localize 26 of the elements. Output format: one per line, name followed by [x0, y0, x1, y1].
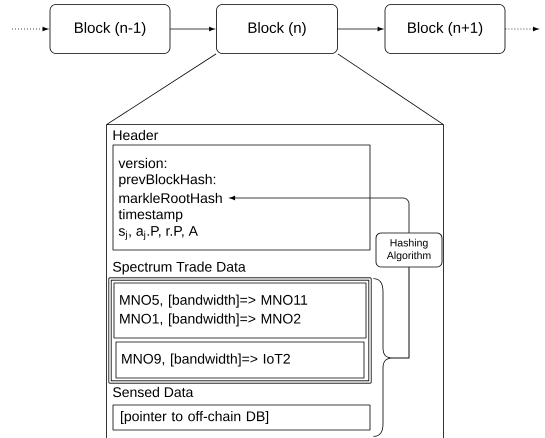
block-box: Block (n+1)	[384, 4, 506, 54]
data-box: Sensed Data [pointer to off-chain DB]	[112, 386, 370, 430]
block-box: Block (n)	[216, 4, 338, 54]
section-heading: Spectrum Trade Data	[113, 261, 246, 275]
field-text: timestamp	[118, 208, 182, 222]
section-heading: Header	[114, 130, 158, 140]
header-box	[112, 130, 370, 250]
field-text: markleRootHash	[119, 192, 222, 204]
block-box: Block (n-1)	[50, 4, 170, 54]
connector-line	[373, 267, 410, 437]
arrow	[505, 26, 539, 32]
field-text: prevBlockHash:	[119, 174, 216, 188]
field-text: s$_{j}$, a$_{j}$.P, r.P, A	[118, 226, 198, 240]
process-box: Hashing Algorithm	[376, 232, 442, 268]
field-text: version:	[118, 158, 166, 168]
record-box: MNO5, [bandwidth]=> MNO11 MNO1, [bandwidth]=> MNO2	[114, 282, 366, 338]
arrow	[229, 196, 410, 233]
arrow	[170, 26, 215, 32]
arrow	[338, 26, 384, 32]
data-box	[108, 261, 372, 384]
connector-line	[338, 54, 444, 125]
arrow	[12, 26, 48, 32]
section-heading: Sensed Data	[113, 386, 194, 398]
connector-line	[106, 54, 217, 125]
block-detail-panel	[106, 124, 444, 438]
record-box: MNO9, [bandwidth]=> IoT2	[116, 342, 364, 378]
